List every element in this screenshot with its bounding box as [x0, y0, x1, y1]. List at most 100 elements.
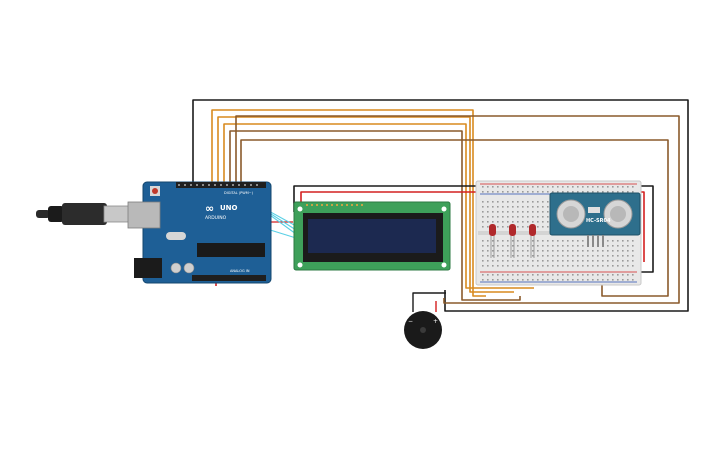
breadboard-hole — [562, 255, 564, 257]
piezo-buzzer[interactable]: − + — [404, 311, 442, 349]
wire-orange-1[interactable] — [211, 109, 486, 297]
breadboard-hole — [632, 255, 634, 257]
breadboard-hole — [537, 279, 539, 281]
breadboard-hole — [592, 255, 594, 257]
wire-brown-3[interactable] — [240, 139, 669, 297]
wire-buzzer-black[interactable] — [412, 292, 446, 312]
breadboard-hole — [507, 265, 509, 267]
breadboard-hole — [537, 250, 539, 252]
usb-b-port — [127, 201, 161, 229]
breadboard-hole — [482, 201, 484, 203]
breadboard-hole — [482, 226, 484, 228]
breadboard-hole — [547, 240, 549, 242]
usb-cable[interactable] — [36, 203, 131, 225]
wire-black-outer[interactable] — [192, 99, 689, 312]
breadboard-hole — [627, 186, 629, 188]
breadboard-hole — [532, 206, 534, 208]
wire-black-lcd[interactable] — [293, 185, 654, 273]
breadboard-hole — [537, 260, 539, 262]
breadboard-hole — [582, 265, 584, 267]
breadboard-hole — [497, 255, 499, 257]
breadboard-hole — [492, 250, 494, 252]
breadboard-hole — [572, 255, 574, 257]
breadboard-hole — [577, 255, 579, 257]
breadboard-hole — [522, 255, 524, 257]
led[interactable] — [509, 224, 516, 258]
breadboard-hole — [622, 260, 624, 262]
breadboard-hole — [582, 260, 584, 262]
buzzer-minus-icon: − — [408, 318, 413, 325]
breadboard-hole — [577, 245, 579, 247]
led[interactable] — [529, 224, 536, 258]
breadboard-hole — [482, 274, 484, 276]
wire-brown-1[interactable] — [229, 130, 521, 301]
breadboard-hole — [517, 201, 519, 203]
breadboard-hole — [567, 255, 569, 257]
breadboard-hole — [607, 265, 609, 267]
ultrasonic-sensor[interactable]: HC-SR04 — [549, 192, 641, 247]
breadboard-hole — [537, 226, 539, 228]
digital-header-label: DIGITAL (PWM~) — [224, 191, 254, 195]
arduino-uno-board[interactable]: ∞ UNO ARDUINO DIGITAL (PWM~) ANALOG IN — [127, 181, 272, 284]
breadboard-hole — [487, 274, 489, 276]
atmega-chip — [197, 243, 265, 257]
breadboard-hole — [552, 186, 554, 188]
breadboard-hole — [607, 260, 609, 262]
breadboard-hole — [512, 191, 514, 193]
wire-orange-3[interactable] — [223, 123, 534, 289]
breadboard-hole — [562, 279, 564, 281]
breadboard-hole — [492, 255, 494, 257]
breadboard-hole — [542, 274, 544, 276]
capacitor — [170, 262, 182, 274]
breadboard-hole — [557, 240, 559, 242]
breadboard-hole — [627, 191, 629, 193]
breadboard-hole — [532, 265, 534, 267]
breadboard-hole — [597, 279, 599, 281]
breadboard-hole — [482, 216, 484, 218]
lcd-16x2-display[interactable] — [293, 201, 451, 271]
breadboard-hole — [622, 240, 624, 242]
breadboard-hole — [577, 250, 579, 252]
breadboard-hole — [617, 250, 619, 252]
breadboard-hole — [612, 279, 614, 281]
breadboard-hole — [622, 279, 624, 281]
breadboard-hole — [547, 211, 549, 213]
breadboard-hole — [582, 240, 584, 242]
breadboard-hole — [497, 240, 499, 242]
lcd-pin-header — [306, 204, 363, 206]
breadboard-hole — [582, 279, 584, 281]
breadboard-hole — [482, 186, 484, 188]
breadboard-hole — [537, 201, 539, 203]
breadboard-hole — [507, 216, 509, 218]
breadboard-hole — [592, 265, 594, 267]
breadboard-hole — [552, 279, 554, 281]
usb-cable-strain — [36, 210, 50, 218]
breadboard-hole — [602, 260, 604, 262]
breadboard-hole — [562, 240, 564, 242]
breadboard-hole — [562, 186, 564, 188]
breadboard-hole — [507, 211, 509, 213]
breadboard-hole — [632, 274, 634, 276]
wire-orange-2[interactable] — [217, 116, 514, 293]
wire-brown-2[interactable] — [235, 115, 680, 304]
breadboard-hole — [497, 201, 499, 203]
breadboard-hole — [617, 191, 619, 193]
breadboard-hole — [627, 255, 629, 257]
breadboard-hole — [507, 279, 509, 281]
breadboard-hole — [567, 245, 569, 247]
breadboard-hole — [517, 240, 519, 242]
breadboard-hole — [632, 191, 634, 193]
breadboard-hole — [532, 260, 534, 262]
breadboard-hole — [602, 279, 604, 281]
breadboard-hole — [557, 260, 559, 262]
breadboard-hole — [537, 255, 539, 257]
led[interactable] — [489, 224, 496, 258]
usb-plug-metal — [103, 205, 131, 223]
breadboard-hole — [632, 279, 634, 281]
breadboard-hole — [562, 274, 564, 276]
breadboard-hole — [507, 240, 509, 242]
breadboard-hole — [587, 260, 589, 262]
breadboard-hole — [552, 191, 554, 193]
breadboard-hole — [612, 260, 614, 262]
breadboard-hole — [542, 201, 544, 203]
